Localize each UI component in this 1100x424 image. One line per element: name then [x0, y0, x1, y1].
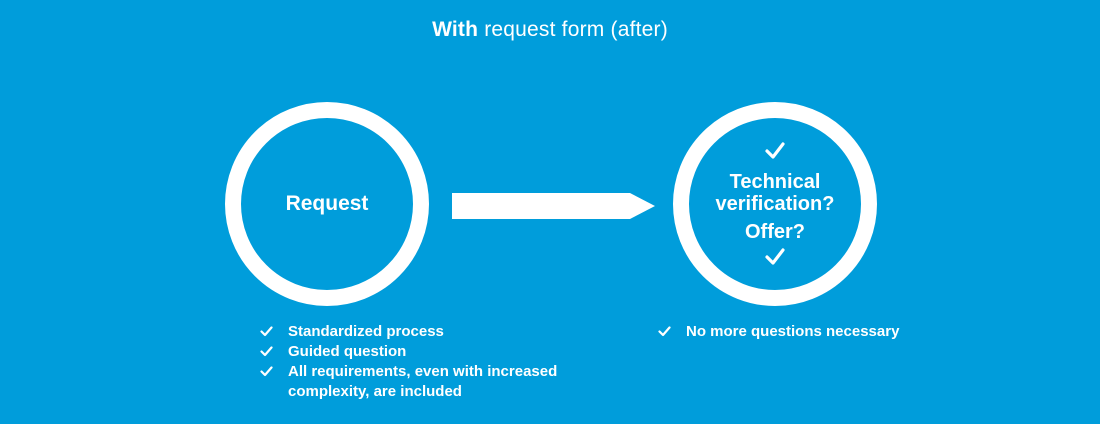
diagram-title: With request form (after) — [0, 18, 1100, 42]
offer-circle: Technical verification? Offer? — [673, 102, 877, 306]
verification-label: verification? — [715, 193, 835, 215]
request-circle: Request — [225, 102, 429, 306]
list-item-text: Standardized process — [288, 323, 444, 340]
list-item: All requirements, even with increased co… — [260, 362, 590, 402]
list-item-text: All requirements, even with increased co… — [288, 363, 558, 400]
title-rest: request form (after) — [484, 18, 668, 41]
check-icon — [765, 142, 785, 159]
check-icon — [260, 362, 288, 377]
list-item: No more questions necessary — [658, 322, 958, 342]
list-item: Standardized process — [260, 322, 590, 342]
check-icon — [260, 342, 288, 357]
technical-label: Technical — [729, 171, 821, 193]
request-label: Request — [285, 192, 369, 215]
list-item-text: Guided question — [288, 343, 407, 360]
offer-benefits-list: No more questions necessary — [658, 322, 958, 342]
title-bold: With — [432, 18, 479, 41]
check-icon — [765, 248, 785, 265]
request-benefits-list: Standardized process Guided question All… — [260, 322, 590, 402]
check-icon — [658, 322, 686, 337]
list-item: Guided question — [260, 342, 590, 362]
offer-label: Offer? — [745, 221, 805, 243]
check-icon — [260, 322, 288, 337]
arrow-right-icon — [452, 193, 655, 219]
list-item-text: No more questions necessary — [686, 323, 900, 340]
